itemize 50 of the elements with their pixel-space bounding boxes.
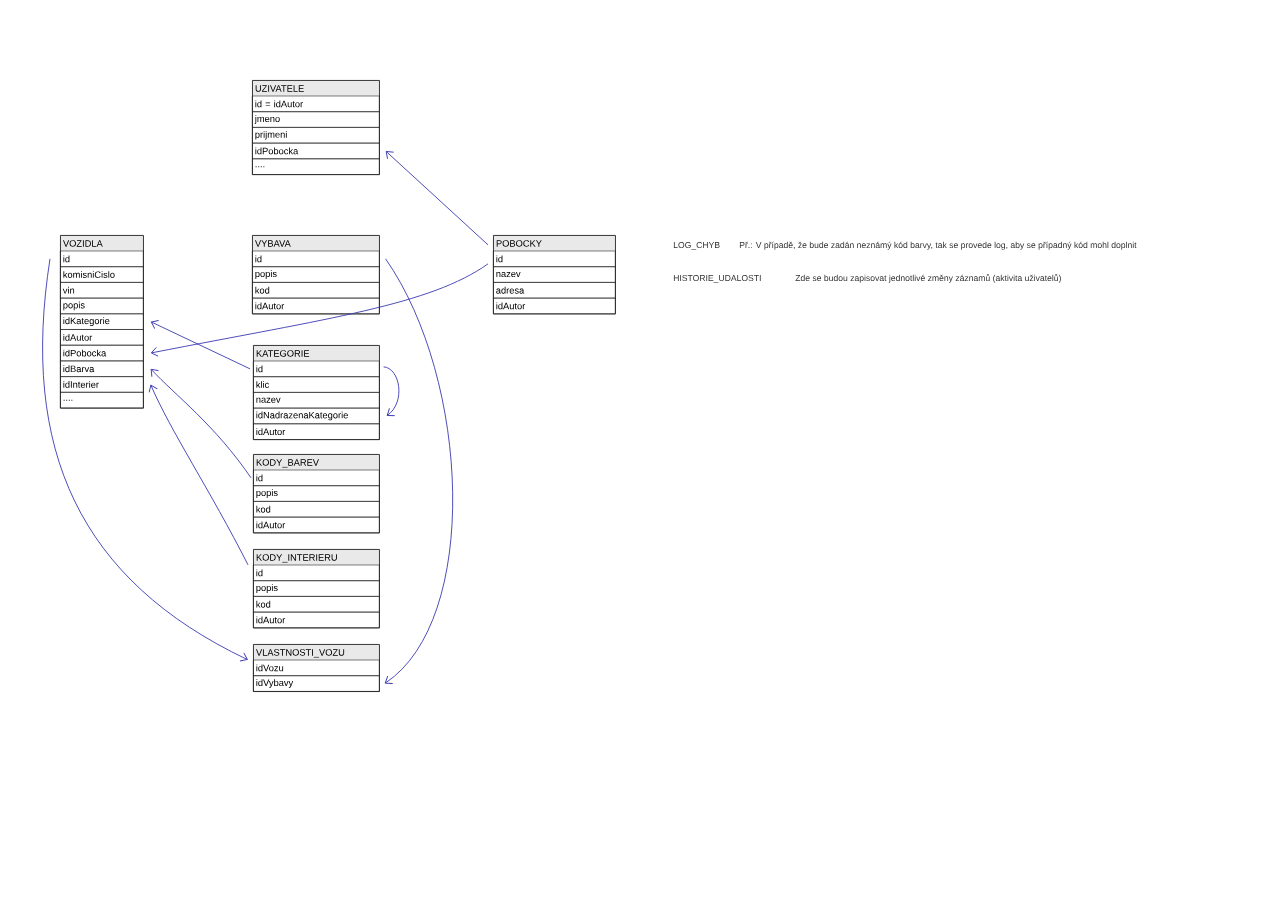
arrow xyxy=(383,366,400,417)
table-row: idAutor xyxy=(253,423,380,440)
table-row: idPobocka xyxy=(252,142,380,160)
table-row: klic xyxy=(253,376,380,393)
arrow xyxy=(384,258,454,684)
table-row: idAutor xyxy=(252,297,380,315)
table-row: popis xyxy=(253,485,380,502)
table-row: id xyxy=(253,564,380,581)
table-row: popis xyxy=(252,266,380,283)
table-row: idBarva xyxy=(60,360,144,377)
table-name: HISTORIE_UDALOSTI xyxy=(673,275,761,283)
table-row: idAutor xyxy=(493,297,616,315)
table-row: prijmeni xyxy=(252,127,380,144)
table-row: .... xyxy=(252,158,380,175)
table-name: LOG_CHYB xyxy=(673,242,720,250)
table-row: kod xyxy=(253,501,380,518)
table-row: nazev xyxy=(253,392,380,409)
table-row: popis xyxy=(60,297,144,315)
table-row: id xyxy=(60,250,144,267)
table-row: idVybavy xyxy=(253,675,380,692)
table-row: kod xyxy=(252,282,380,299)
arrow xyxy=(42,258,248,662)
arrow xyxy=(148,384,249,566)
table-row: komisniCislo xyxy=(60,266,144,283)
table-row: adresa xyxy=(493,282,616,299)
table-row: idInterier xyxy=(60,376,144,393)
table-row: idKategorie xyxy=(60,313,144,330)
table-row: popis xyxy=(253,580,380,597)
arrow xyxy=(150,320,251,370)
table-row: idPobocka xyxy=(60,344,144,362)
table-row: id xyxy=(253,469,380,486)
table-row: idAutor xyxy=(253,516,380,534)
arrow xyxy=(150,368,252,479)
note-text: Př.: V případě, že bude zadán neznámý kód barvy, tak se provede log, aby se případný kód mohl doplnit xyxy=(739,241,1137,250)
table-row: idAutor xyxy=(253,611,380,629)
arrow xyxy=(385,151,489,246)
table-row: idNadrazenaKategorie xyxy=(253,407,380,425)
table-row: id = idAutor xyxy=(252,95,380,112)
table-row: id xyxy=(252,250,380,267)
table-row: nazev xyxy=(493,266,616,283)
table-row: idAutor xyxy=(60,329,144,346)
table-row: id xyxy=(493,250,616,267)
note-text: Zde se budou zapisovat jednotlivé změny záznamů (aktivita uživatelů) xyxy=(795,274,1061,283)
table-row: kod xyxy=(253,596,380,613)
table-row: jmeno xyxy=(252,111,380,128)
table-row: idVozu xyxy=(253,659,380,676)
table-row: vin xyxy=(60,282,144,299)
arrow xyxy=(150,263,489,357)
table-row: .... xyxy=(60,392,144,409)
table-row: id xyxy=(253,360,380,377)
